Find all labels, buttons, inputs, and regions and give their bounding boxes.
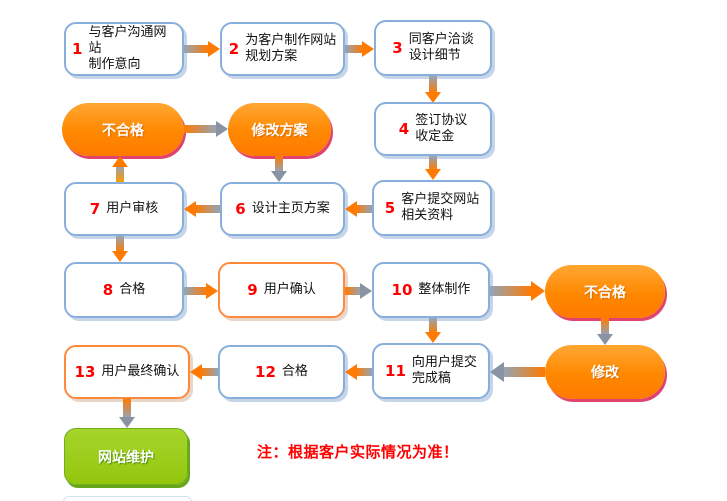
cropped-box-edge (63, 496, 192, 501)
step-11-label: 向用户提交 完成稿 (411, 354, 477, 386)
arrow-3-to-4 (425, 76, 441, 103)
step-13-box: 13 用户最终确认 (64, 345, 190, 399)
revise-plan-pill: 修改方案 (228, 103, 331, 156)
arrow-4-to-5 (425, 156, 441, 180)
step-3-box: 3 同客户洽谈 设计细节 (374, 20, 492, 76)
step-1-label: 与客户沟通网站 制作意向 (88, 24, 167, 73)
step-4-number: 4 (398, 119, 410, 138)
arrow-11-to-12 (345, 364, 372, 380)
step-11-box: 11 向用户提交 完成稿 (372, 343, 490, 399)
step-5-box: 5 客户提交网站 相关资料 (372, 180, 492, 236)
step-7-number: 7 (89, 199, 101, 218)
step-6-box: 6 设计主页方案 (220, 182, 345, 236)
reject-pill-top-label: 不合格 (102, 122, 144, 139)
arrow-6-to-7 (184, 201, 220, 217)
arrow-12-to-13 (190, 364, 218, 380)
step-2-number: 2 (228, 39, 240, 58)
step-11-number: 11 (385, 361, 406, 380)
step-8-number: 8 (102, 280, 114, 299)
arrow-reject-to-revise-plan (184, 121, 228, 137)
step-13-number: 13 (74, 362, 96, 381)
step-5-number: 5 (384, 198, 396, 217)
step-7-box: 7 用户审核 (64, 182, 184, 236)
maintenance-terminal-label: 网站维护 (98, 449, 154, 466)
step-9-label: 用户确认 (263, 281, 316, 297)
arrow-10-to-11 (425, 318, 441, 343)
arrow-7-to-reject (112, 156, 128, 182)
maintenance-terminal: 网站维护 (64, 428, 188, 485)
arrow-revise-to-11 (490, 362, 545, 382)
arrow-2-to-3 (345, 41, 374, 57)
arrow-1-to-2 (184, 41, 220, 57)
step-12-number: 12 (255, 362, 276, 381)
arrow-7-to-8 (112, 236, 128, 262)
reject-pill-right: 不合格 (545, 265, 665, 318)
revise-plan-pill-label: 修改方案 (251, 122, 308, 139)
arrow-reject-to-revise (597, 318, 613, 345)
step-6-number: 6 (235, 199, 246, 218)
step-2-box: 2 为客户制作网站 规划方案 (220, 22, 345, 76)
step-7-label: 用户审核 (106, 200, 159, 216)
step-1-number: 1 (72, 39, 83, 58)
step-4-label: 签订协议 收定金 (415, 112, 468, 144)
revise-pill: 修改 (545, 345, 665, 399)
step-8-label: 合格 (119, 281, 146, 297)
step-12-box: 12 合格 (218, 345, 345, 399)
step-13-label: 用户最终确认 (101, 363, 180, 379)
revise-pill-label: 修改 (591, 365, 619, 381)
step-10-box: 10 整体制作 (372, 262, 490, 318)
arrow-8-to-9 (184, 283, 218, 299)
arrow-revise-plan-to-6 (271, 156, 287, 182)
step-1-box: 1 与客户沟通网站 制作意向 (64, 22, 184, 76)
step-5-label: 客户提交网站 相关资料 (401, 191, 480, 223)
arrow-9-to-10 (345, 283, 372, 299)
step-8-box: 8 合格 (64, 262, 184, 318)
arrow-5-to-6 (345, 201, 372, 217)
note-text: 注：根据客户实际情况为准！ (257, 443, 459, 461)
step-3-label: 同客户洽谈 设计细节 (408, 31, 474, 63)
step-12-label: 合格 (281, 363, 308, 379)
step-2-label: 为客户制作网站 规划方案 (245, 32, 337, 64)
reject-pill-right-label: 不合格 (584, 284, 626, 301)
arrow-13-to-maintenance (119, 399, 135, 428)
step-10-label: 整体制作 (418, 281, 471, 297)
step-3-number: 3 (392, 38, 403, 57)
step-4-box: 4 签订协议 收定金 (374, 102, 492, 156)
step-10-number: 10 (391, 280, 413, 299)
step-9-box: 9 用户确认 (218, 262, 345, 318)
arrow-10-to-reject (490, 281, 545, 301)
step-9-number: 9 (247, 280, 258, 299)
step-6-label: 设计主页方案 (251, 200, 330, 216)
reject-pill-top: 不合格 (62, 103, 184, 156)
